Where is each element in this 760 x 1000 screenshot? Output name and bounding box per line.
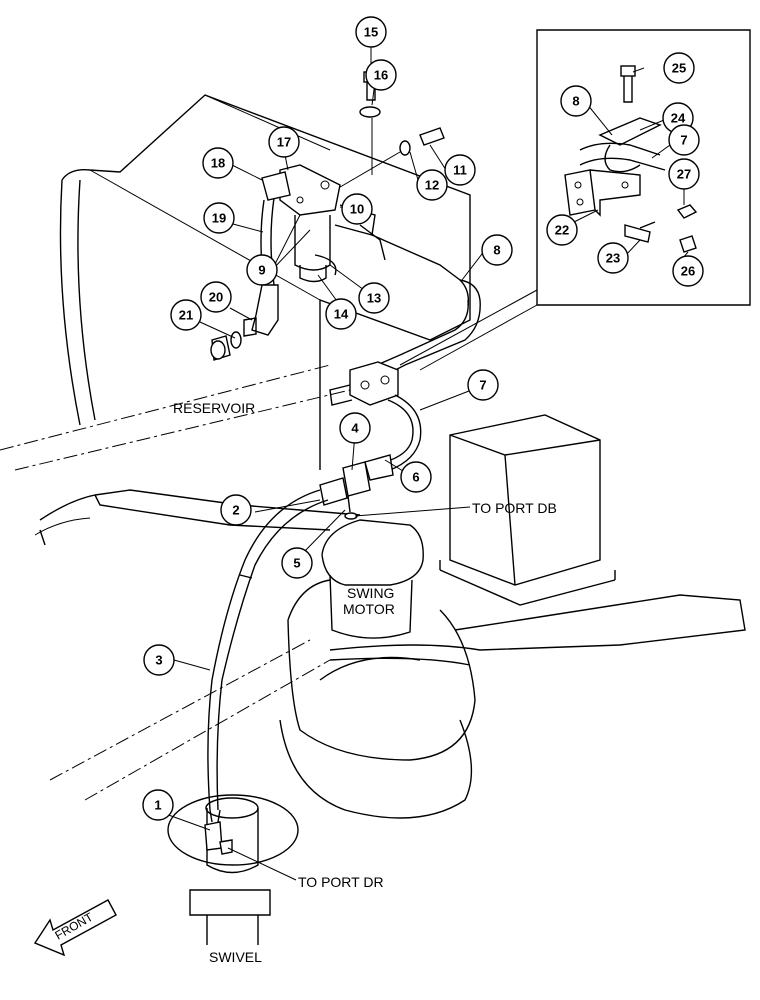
svg-text:8: 8 (572, 94, 579, 109)
svg-text:7: 7 (479, 378, 486, 393)
hose-7 (384, 394, 422, 471)
svg-text:3: 3 (155, 653, 162, 668)
svg-text:6: 6 (412, 470, 419, 485)
tank-fittings (210, 71, 470, 361)
svg-text:27: 27 (677, 167, 691, 182)
callout-5: 5 (281, 547, 313, 579)
to-port-dr-label: TO PORT DR (298, 874, 384, 890)
upper-frame (34, 489, 361, 546)
callout-21: 21 (170, 299, 202, 331)
callout-22: 22 (546, 214, 578, 246)
callout-26: 26 (672, 255, 704, 287)
svg-text:11: 11 (453, 163, 467, 178)
callout-bubbles: 1 2 3 4 5 6 7 8 9 10 11 12 13 14 15 16 1… (142, 16, 704, 821)
svg-text:17: 17 (277, 135, 291, 150)
svg-text:5: 5 (293, 556, 300, 571)
svg-text:25: 25 (672, 61, 686, 76)
front-arrow (33, 899, 117, 957)
svg-text:18: 18 (211, 156, 225, 171)
callout-2: 2 (220, 494, 252, 526)
swivel (167, 794, 299, 945)
callout-1: 1 (142, 789, 174, 821)
svg-text:20: 20 (209, 290, 223, 305)
callout-18: 18 (202, 147, 234, 179)
tee-assembly (207, 454, 394, 811)
callout-13: 13 (358, 282, 390, 314)
svg-text:19: 19 (212, 211, 226, 226)
svg-text:13: 13 (367, 291, 381, 306)
callout-3: 3 (143, 644, 175, 676)
callout-27: 27 (668, 158, 700, 190)
svg-text:8: 8 (493, 243, 500, 258)
svg-text:14: 14 (334, 307, 349, 322)
svg-text:2: 2 (232, 503, 239, 518)
callout-16: 16 (365, 59, 397, 91)
reservoir-tank (0, 94, 471, 471)
callout-4: 4 (339, 412, 371, 444)
swing-label: SWING (347, 585, 394, 601)
svg-text:7: 7 (680, 133, 687, 148)
callout-8: 8 (481, 234, 513, 266)
svg-text:16: 16 (374, 68, 388, 83)
reservoir-label: RESERVOIR (173, 400, 255, 416)
callout-11: 11 (444, 154, 476, 186)
connector-block (329, 361, 399, 406)
callout-7: 7 (467, 369, 499, 401)
tube-8 (369, 279, 481, 379)
swivel-label: SWIVEL (209, 949, 262, 965)
callout-6: 6 (400, 461, 432, 493)
svg-text:21: 21 (179, 308, 193, 323)
callout-8-inset: 8 (560, 85, 592, 117)
svg-text:23: 23 (606, 251, 620, 266)
callout-25: 25 (663, 52, 695, 84)
callout-12: 12 (416, 169, 448, 201)
callout-20: 20 (200, 281, 232, 313)
svg-text:26: 26 (681, 264, 695, 279)
callout-15: 15 (355, 16, 387, 48)
svg-text:9: 9 (258, 263, 265, 278)
callout-9: 9 (246, 254, 278, 286)
svg-text:10: 10 (350, 202, 364, 217)
callout-14: 14 (325, 298, 357, 330)
svg-text:15: 15 (364, 25, 378, 40)
svg-text:12: 12 (425, 178, 439, 193)
svg-text:1: 1 (154, 798, 161, 813)
motor-label: MOTOR (343, 601, 395, 617)
lower-frame (49, 594, 746, 801)
callout-7-inset: 7 (668, 124, 700, 156)
callout-17: 17 (268, 126, 300, 158)
callout-19: 19 (203, 202, 235, 234)
leader-lines (162, 45, 689, 881)
detail-inset (399, 29, 751, 371)
callout-23: 23 (597, 242, 629, 274)
to-port-db-label: TO PORT DB (472, 500, 557, 516)
svg-text:24: 24 (671, 111, 686, 126)
callout-10: 10 (341, 193, 373, 225)
svg-text:22: 22 (555, 223, 569, 238)
svg-text:4: 4 (351, 421, 359, 436)
pump-housing (439, 414, 616, 606)
